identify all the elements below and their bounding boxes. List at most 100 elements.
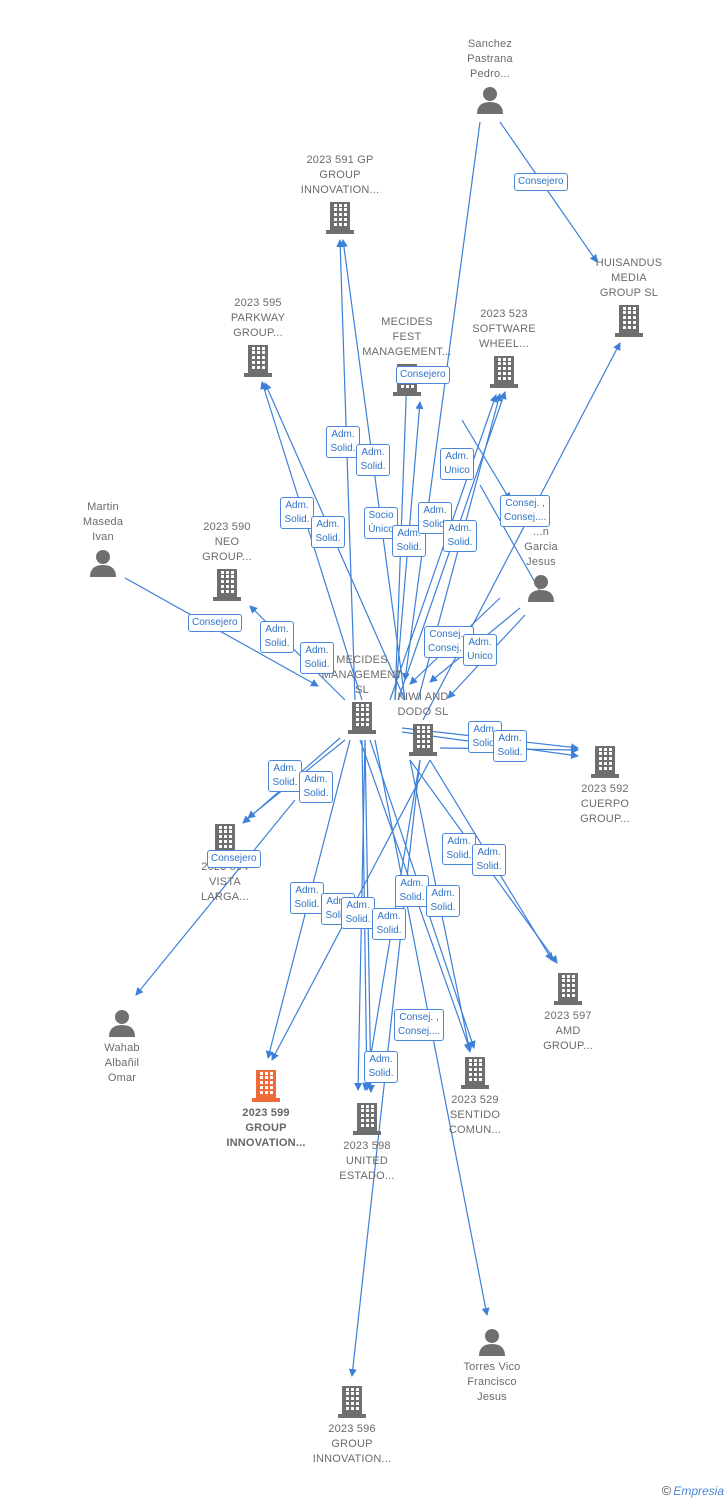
relation-text: Solid. xyxy=(304,659,330,670)
relation-badge[interactable]: Adm.Solid. xyxy=(395,875,429,907)
node-label-line: ...n xyxy=(532,526,550,538)
relation-badge[interactable]: Adm.Solid. xyxy=(268,760,302,792)
relation-text: Adm. xyxy=(431,888,455,899)
relation-badge[interactable]: Adm.Solid. xyxy=(260,621,294,653)
building-icon[interactable] xyxy=(252,1069,280,1108)
building-icon[interactable] xyxy=(490,355,518,394)
node-label-line: GROUP xyxy=(319,169,361,181)
relation-badge[interactable]: Adm.Solid. xyxy=(372,908,406,940)
relation-text: Adm. xyxy=(377,911,401,922)
relation-badge[interactable]: Adm.Solid. xyxy=(300,642,334,674)
relation-text: Adm. xyxy=(448,523,472,534)
relation-badge[interactable]: Adm.Solid. xyxy=(364,1051,398,1083)
relation-badge[interactable]: Adm.Solid. xyxy=(299,771,333,803)
relation-badge[interactable]: Adm.Solid. xyxy=(442,833,476,865)
person-icon[interactable] xyxy=(108,1009,136,1042)
node-label-line: SENTIDO xyxy=(449,1109,501,1121)
relation-badge[interactable]: Consejero xyxy=(514,173,568,191)
relation-text: Solid. xyxy=(476,861,502,872)
relation-badge[interactable]: Adm.Solid. xyxy=(493,730,527,762)
node-label-line: GROUP xyxy=(331,1438,373,1450)
person-icon[interactable] xyxy=(89,549,117,582)
relation-text: Solid. xyxy=(360,461,386,472)
person-icon[interactable] xyxy=(527,574,555,607)
relation-edge xyxy=(401,121,481,681)
relation-text: Solid. xyxy=(284,514,310,525)
node-label-line: MECIDES xyxy=(381,316,433,328)
building-icon[interactable] xyxy=(326,201,354,240)
relation-text: Socio xyxy=(368,510,394,521)
relation-badge[interactable]: Adm.Unico xyxy=(440,448,474,480)
node-label-line: 2023 595 xyxy=(234,297,282,309)
relation-badge[interactable]: Adm. Solid. xyxy=(326,426,360,458)
relation-badge[interactable]: Adm.Solid. xyxy=(356,444,390,476)
relation-badge[interactable]: Adm.Solid. xyxy=(341,897,375,929)
relation-text: Adm. xyxy=(331,429,355,440)
relation-badge[interactable]: Adm.Solid. xyxy=(426,885,460,917)
relation-badge[interactable]: Adm.Solid. xyxy=(311,516,345,548)
node-label-line: Albañil xyxy=(104,1057,140,1069)
node-label-line: 2023 596 xyxy=(328,1423,376,1435)
node-label-line: ESTADO... xyxy=(339,1170,395,1182)
relation-text: Adm. xyxy=(285,500,309,511)
building-icon[interactable] xyxy=(213,568,241,607)
building-icon[interactable] xyxy=(244,344,272,383)
relation-text: Solid. xyxy=(330,443,356,454)
person-icon[interactable] xyxy=(478,1328,506,1361)
relation-badge[interactable]: Adm. Solid. xyxy=(280,497,314,529)
brand-footer[interactable]: ©Empresia xyxy=(662,1483,724,1498)
person-icon[interactable] xyxy=(476,86,504,119)
relation-badge[interactable]: Consej. ,Consej.... xyxy=(394,1009,445,1041)
relation-text: Solid. xyxy=(368,1068,394,1079)
node-label-line: 2023 529 xyxy=(451,1094,499,1106)
node-label-line: 2023 598 xyxy=(343,1140,391,1152)
relation-badge[interactable]: Adm.Unico xyxy=(463,634,497,666)
node-label-line: Wahab xyxy=(104,1042,140,1054)
relation-badge[interactable]: Adm.Solid. xyxy=(472,844,506,876)
building-icon[interactable] xyxy=(615,304,643,343)
relation-badge[interactable]: Consejero xyxy=(396,366,450,384)
building-icon[interactable] xyxy=(409,723,437,762)
relation-text: Solid. xyxy=(447,537,473,548)
building-icon[interactable] xyxy=(461,1056,489,1095)
node-label-line: SL xyxy=(355,684,369,696)
building-icon[interactable] xyxy=(353,1102,381,1141)
building-icon[interactable] xyxy=(338,1385,366,1424)
building-icon[interactable] xyxy=(554,972,582,1011)
building-icon[interactable] xyxy=(348,701,376,740)
relation-badge[interactable]: Consejero xyxy=(188,614,242,632)
node-label-line: 2023 599 xyxy=(242,1107,290,1119)
relation-text: Consejero xyxy=(192,617,238,628)
node-label-line: 2023 590 xyxy=(203,521,251,533)
building-icon[interactable] xyxy=(591,745,619,784)
relation-badge[interactable]: Adm.Solid. xyxy=(290,882,324,914)
relation-badge[interactable]: Consejero xyxy=(207,850,261,868)
node-label-line: MANAGEMENT... xyxy=(362,346,452,358)
node-label-line: WHEEL... xyxy=(479,338,529,350)
relation-text: Adm. xyxy=(316,519,340,530)
relation-badge[interactable]: Consej. ,Consej.... xyxy=(500,495,551,527)
relation-badge[interactable]: Adm. Solid. xyxy=(443,520,477,552)
node-label-line: MEDIA xyxy=(611,272,647,284)
node-label-line: KIWI AND xyxy=(397,691,449,703)
